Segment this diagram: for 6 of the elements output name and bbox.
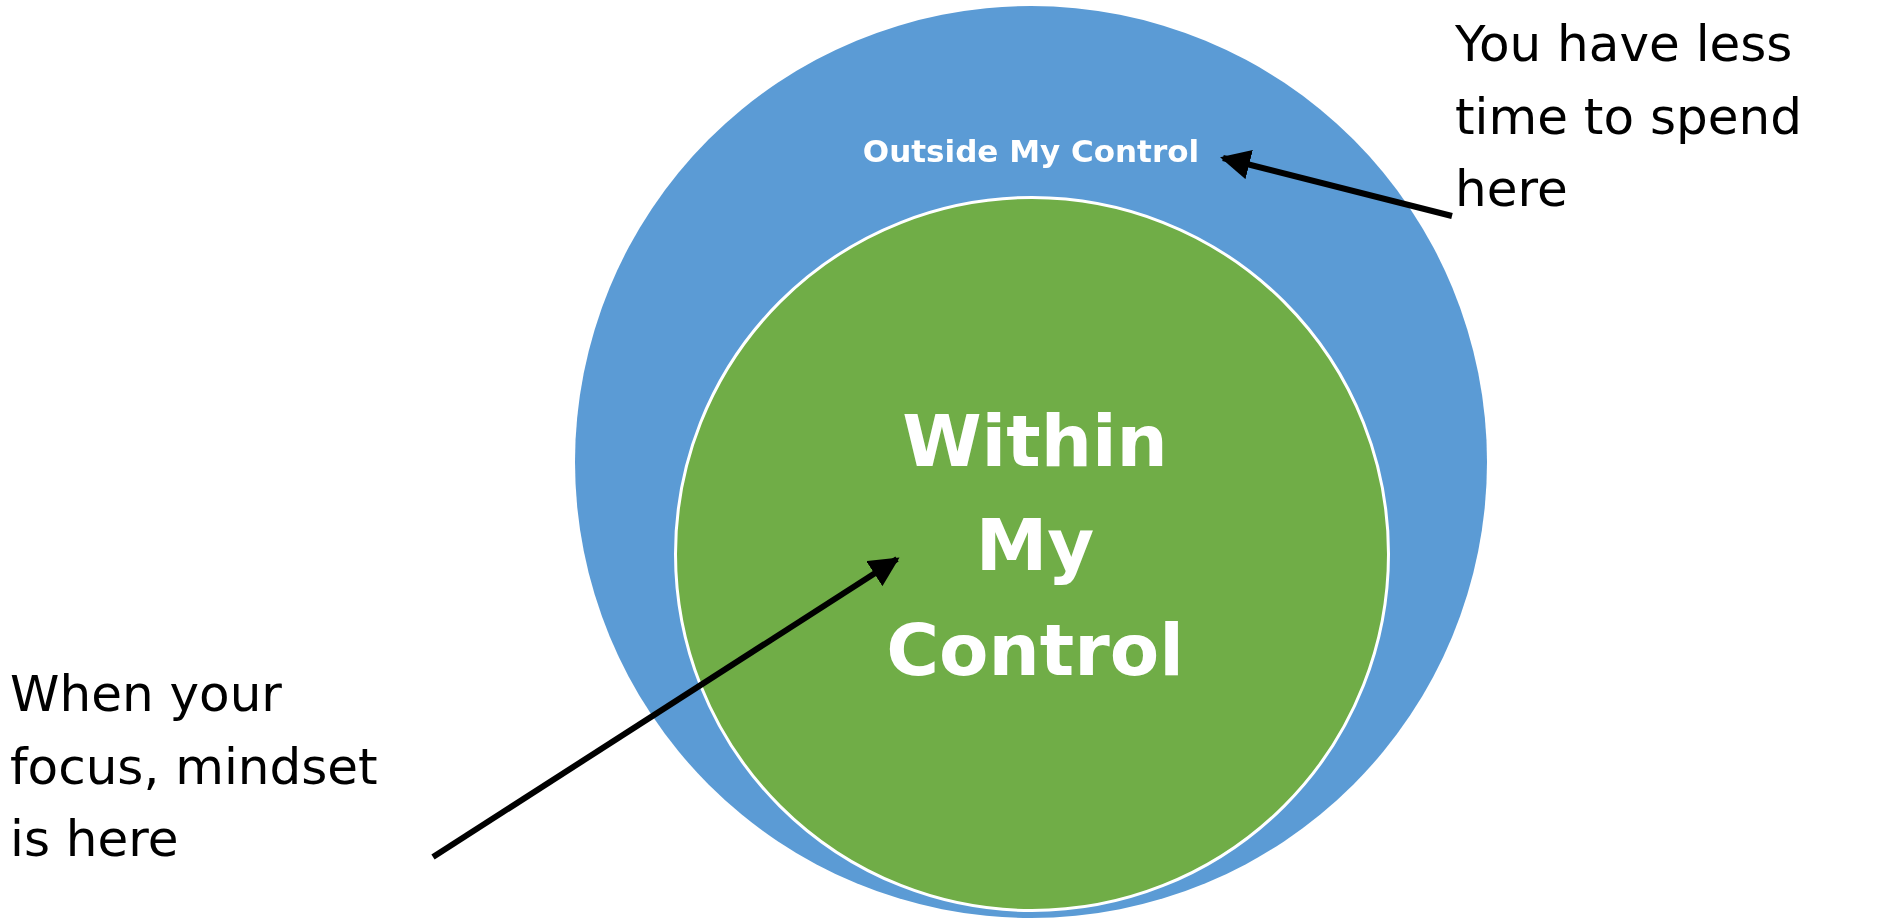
circle-heading: Outside My Control <box>841 130 1221 174</box>
circle-heading: Within My Control <box>885 398 1185 694</box>
arrow <box>1220 150 1453 219</box>
callout-text: You have less time to spend here <box>1455 8 1875 243</box>
arrow <box>431 556 900 860</box>
callout-text: When your focus, mindset is here <box>10 658 430 908</box>
